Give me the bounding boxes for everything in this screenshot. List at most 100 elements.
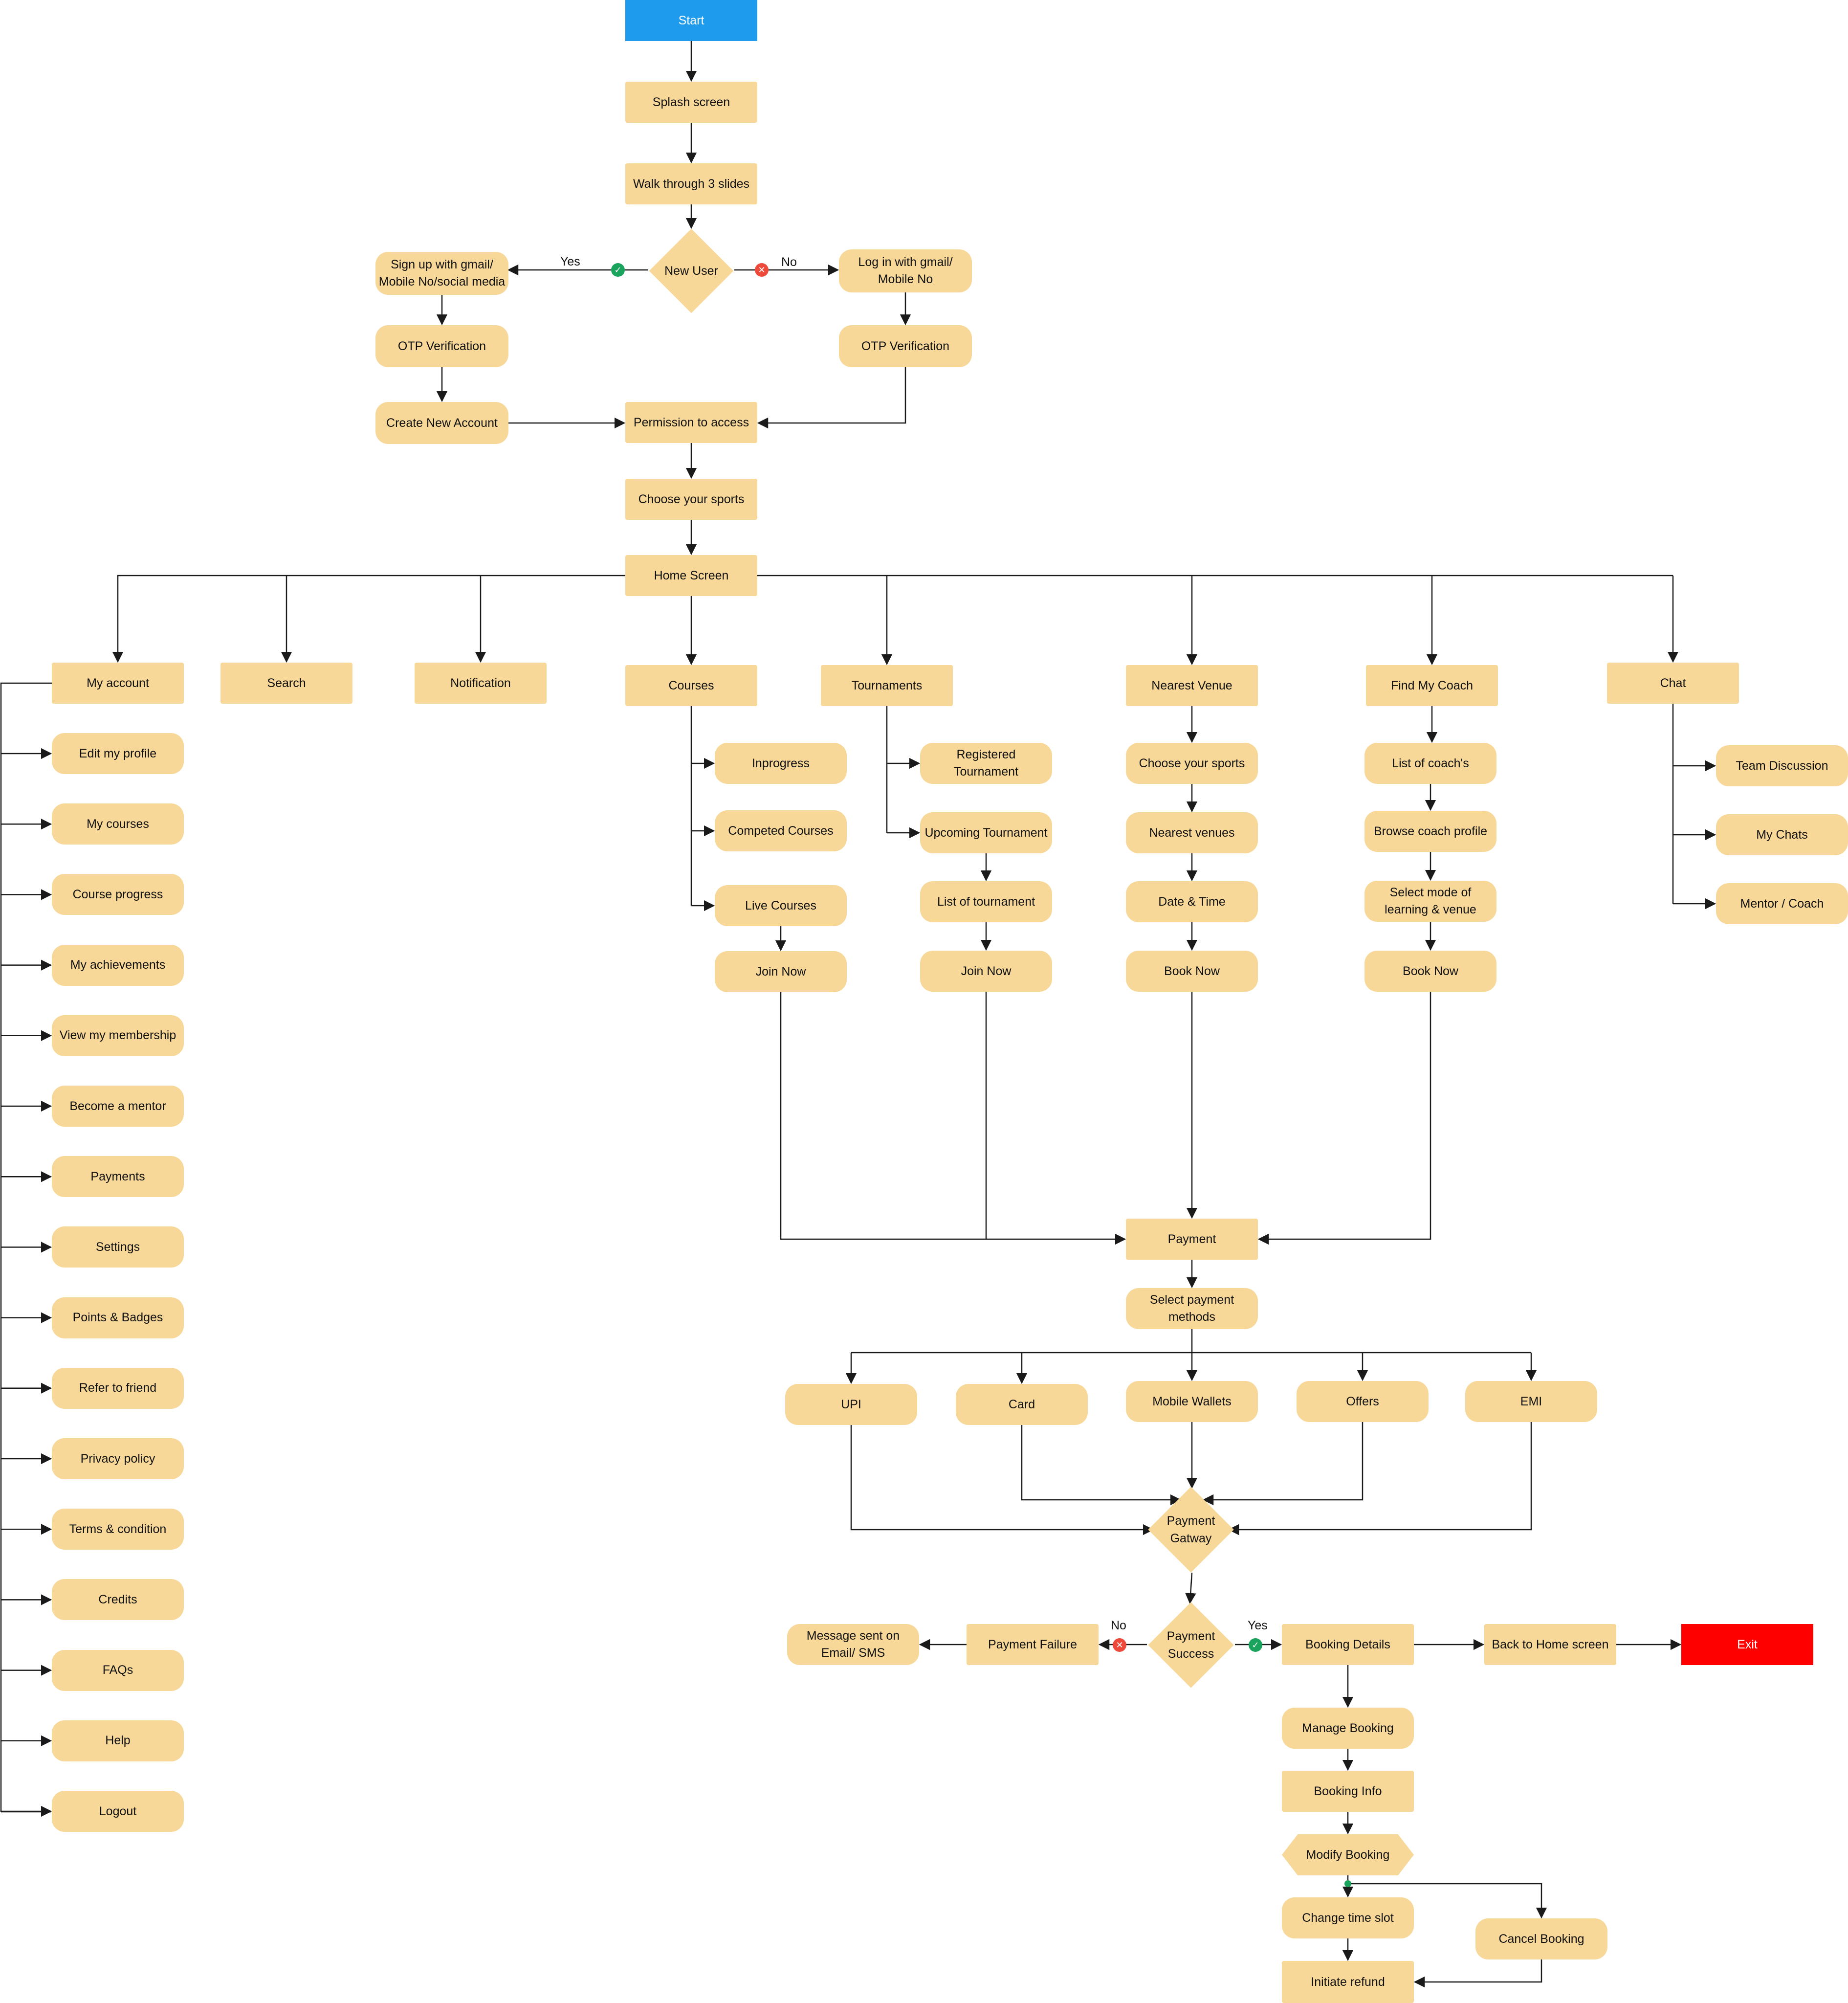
connector — [1257, 992, 1431, 1245]
account-item: FAQs — [52, 1649, 184, 1691]
new-user-label: New User — [664, 264, 718, 278]
chat-node: Chat — [1607, 663, 1739, 704]
account-item: View my membership — [52, 1015, 184, 1056]
connector — [1348, 1883, 1547, 1919]
date-time-node: Date & Time — [1126, 881, 1258, 922]
payment-no-label: No — [1111, 1619, 1126, 1632]
select-mode-node: Select mode of learning & venue — [1364, 881, 1496, 922]
check-circle-icon: ✓ — [1249, 1638, 1262, 1652]
my-chats-node: My Chats — [1716, 814, 1848, 855]
notification-node: Notification — [415, 663, 547, 704]
offers-node: Offers — [1297, 1381, 1429, 1422]
account-item: Edit my profile — [52, 733, 184, 774]
registered-tournament-node: Registered Tournament — [920, 743, 1052, 784]
payment-success-decision: Payment Success — [1147, 1602, 1235, 1688]
tournaments-node: Tournaments — [821, 665, 953, 706]
account-item: Settings — [52, 1226, 184, 1268]
upi-node: UPI — [785, 1384, 917, 1425]
search-node: Search — [220, 663, 352, 704]
new-user-decision: New User — [648, 228, 734, 313]
account-item: Course progress — [52, 874, 184, 915]
otp-verification-login-node: OTP Verification — [839, 325, 972, 367]
browse-coach-profile-node: Browse coach profile — [1364, 811, 1496, 852]
connector — [1413, 1959, 1542, 1988]
booking-info-node: Booking Info — [1282, 1771, 1414, 1812]
card-node: Card — [956, 1384, 1088, 1425]
payment-yes-label: Yes — [1248, 1619, 1268, 1632]
find-coach-node: Find My Coach — [1366, 665, 1498, 706]
nearest-venues-node: Nearest venues — [1126, 812, 1258, 853]
list-of-tournament-node: List of tournament — [920, 881, 1052, 922]
account-item: My achievements — [52, 944, 184, 986]
join-now-tournament-node: Join Now — [920, 951, 1052, 992]
change-time-slot-node: Change time slot — [1282, 1897, 1414, 1938]
payment-node: Payment — [1126, 1219, 1258, 1260]
account-item: Refer to friend — [52, 1367, 184, 1409]
signup-node: Sign up with gmail/ Mobile No/social med… — [375, 252, 508, 295]
competed-courses-node: Competed Courses — [715, 810, 847, 851]
check-circle-icon: ✓ — [611, 263, 625, 277]
manage-booking-node: Manage Booking — [1282, 1708, 1414, 1749]
choose-sports-node: Choose your sports — [625, 479, 757, 520]
emi-node: EMI — [1465, 1381, 1597, 1422]
otp-verification-signup-node: OTP Verification — [375, 325, 508, 367]
back-to-home-node: Back to Home screen — [1484, 1624, 1616, 1665]
my-account-node: My account — [52, 663, 184, 704]
payment-gateway-label: Payment Gatway — [1166, 1513, 1215, 1545]
select-payment-methods-node: Select payment methods — [1126, 1288, 1258, 1329]
account-item: Terms & condition — [52, 1509, 184, 1550]
upcoming-tournament-node: Upcoming Tournament — [920, 812, 1052, 853]
branch-dot — [1344, 1880, 1351, 1887]
walkthrough-node: Walk through 3 slides — [625, 163, 757, 204]
message-sent-node: Message sent on Email/ SMS — [787, 1624, 919, 1665]
connector — [1185, 1572, 1196, 1604]
home-screen-node: Home Screen — [625, 555, 757, 596]
connector — [1228, 1422, 1532, 1536]
initiate-refund-node: Initiate refund — [1282, 1961, 1414, 2003]
account-item: Privacy policy — [52, 1438, 184, 1479]
start-node: Start — [625, 0, 757, 41]
mentor-coach-node: Mentor / Coach — [1716, 883, 1848, 924]
create-account-node: Create New Account — [375, 402, 508, 444]
join-now-courses-node: Join Now — [715, 951, 847, 992]
account-item: My courses — [52, 803, 184, 845]
nearest-venue-node: Nearest Venue — [1126, 665, 1258, 706]
account-item: Become a mentor — [52, 1086, 184, 1127]
account-item: Points & Badges — [52, 1297, 184, 1338]
login-node: Log in with gmail/ Mobile No — [839, 249, 972, 292]
x-circle-icon: ✕ — [1113, 1638, 1126, 1652]
connector — [112, 575, 625, 663]
inprogress-node: Inprogress — [715, 743, 847, 784]
payment-gateway-decision: Payment Gatway — [1147, 1487, 1235, 1573]
connector — [1202, 1422, 1364, 1506]
payment-success-label: Payment Success — [1166, 1629, 1215, 1661]
connector — [1021, 1425, 1182, 1506]
modify-booking-node: Modify Booking — [1282, 1834, 1414, 1875]
live-courses-node: Live Courses — [715, 885, 847, 926]
account-item: Logout — [52, 1791, 184, 1832]
splash-screen-node: Splash screen — [625, 82, 757, 123]
cancel-booking-node: Cancel Booking — [1475, 1918, 1607, 1959]
mobile-wallets-node: Mobile Wallets — [1126, 1381, 1258, 1422]
connector — [780, 992, 1126, 1245]
exit-node: Exit — [1681, 1624, 1813, 1665]
account-item: Help — [52, 1720, 184, 1761]
book-now-venue-node: Book Now — [1126, 951, 1258, 992]
connector — [850, 1425, 1154, 1536]
payment-failure-node: Payment Failure — [967, 1624, 1099, 1665]
account-item: Credits — [52, 1579, 184, 1621]
connector — [757, 367, 906, 429]
venue-choose-sports-node: Choose your sports — [1126, 743, 1258, 784]
list-of-coaches-node: List of coach's — [1364, 743, 1496, 784]
connector — [0, 682, 52, 1812]
book-now-coach-node: Book Now — [1364, 951, 1496, 992]
x-circle-icon: ✕ — [755, 263, 769, 277]
booking-details-node: Booking Details — [1282, 1624, 1414, 1665]
new-user-no-label: No — [781, 255, 797, 269]
team-discussion-node: Team Discussion — [1716, 745, 1848, 786]
new-user-yes-label: Yes — [560, 255, 580, 268]
permission-node: Permission to access — [625, 402, 757, 443]
account-item: Payments — [52, 1156, 184, 1198]
